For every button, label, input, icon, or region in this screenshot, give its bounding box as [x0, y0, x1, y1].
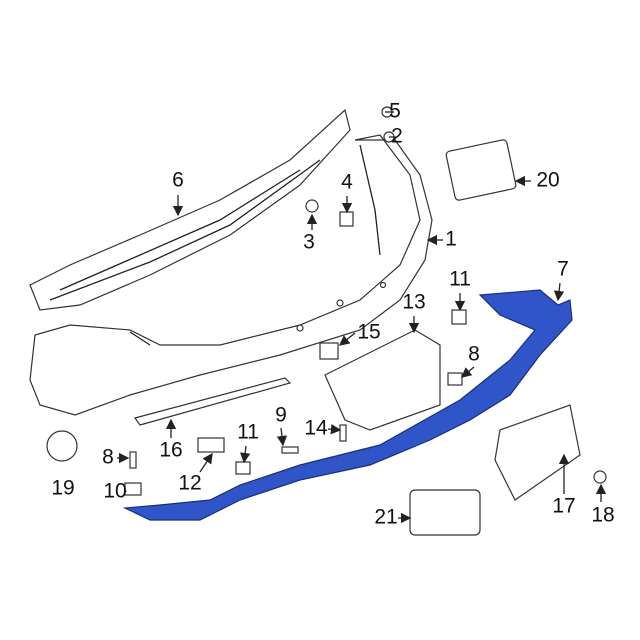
bracket-part[interactable]	[324, 329, 441, 431]
callout-3: 3	[303, 231, 315, 254]
clip-part-8[interactable]	[447, 372, 463, 386]
callout-18: 18	[591, 504, 614, 527]
callout-6: 6	[172, 169, 184, 192]
callout-17: 17	[552, 495, 575, 518]
fastener-part[interactable]	[197, 437, 225, 453]
control-module-part[interactable]	[445, 139, 517, 201]
callout-21: 21	[374, 506, 397, 529]
reflector-strip-part[interactable]	[134, 377, 292, 426]
callout-11-lower: 11	[237, 421, 259, 444]
clip-part-11[interactable]	[451, 309, 467, 325]
bolt-part-14[interactable]	[339, 424, 347, 442]
mount-bracket-part[interactable]	[494, 404, 581, 501]
callout-4: 4	[341, 171, 353, 194]
callout-15: 15	[357, 321, 380, 344]
callout-16: 16	[159, 439, 182, 462]
rivet-part-3[interactable]	[305, 199, 319, 213]
energy-absorber-part[interactable]	[29, 108, 351, 311]
callout-8-left: 8	[102, 446, 114, 469]
callout-14: 14	[304, 417, 328, 440]
callout-8: 8	[468, 343, 480, 366]
callout-19: 19	[51, 477, 74, 500]
bolt-part[interactable]	[129, 451, 137, 469]
clip-part[interactable]	[235, 461, 251, 475]
callout-13: 13	[402, 291, 425, 314]
callout-9: 9	[275, 404, 287, 427]
callout-12: 12	[178, 472, 201, 495]
callout-20: 20	[536, 169, 559, 192]
bolt-part-9[interactable]	[281, 446, 299, 454]
park-sensor-part[interactable]	[46, 430, 78, 462]
leader-lines	[117, 111, 607, 524]
bumper-cover-part[interactable]	[29, 134, 433, 416]
radar-sensor-part[interactable]	[409, 489, 481, 536]
callout-5: 5	[389, 100, 401, 123]
nut-part-15[interactable]	[319, 342, 339, 360]
bolt-part-18[interactable]	[593, 470, 607, 484]
nut-part[interactable]	[124, 482, 142, 496]
callout-2: 2	[391, 125, 403, 148]
callout-10: 10	[103, 480, 126, 503]
clip-part-4[interactable]	[339, 211, 354, 227]
callout-11: 11	[449, 268, 471, 291]
callout-1: 1	[445, 228, 457, 251]
callout-7: 7	[557, 258, 569, 281]
lower-valance-part-7[interactable]	[122, 289, 573, 521]
